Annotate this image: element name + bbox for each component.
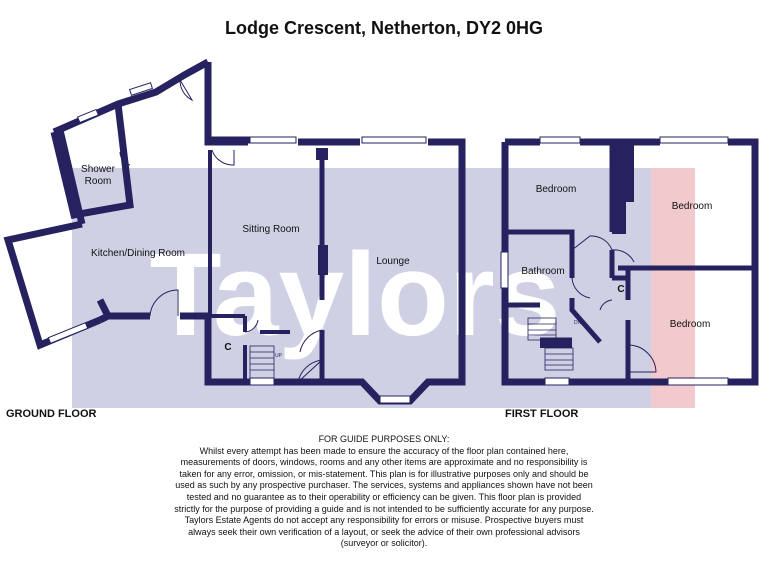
disclaimer-line: used as such by any prospective purchase… <box>175 480 593 491</box>
disclaimer-line: always seek their own verification of a … <box>188 526 580 537</box>
watermark-text: Taylors <box>150 229 561 361</box>
ground-stairs <box>249 345 275 379</box>
disclaimer-line: Taylors Estate Agents do not accept any … <box>184 515 584 526</box>
bedroom-top-right-label: Bedroom <box>672 201 713 212</box>
ground-floor-label: GROUND FLOOR <box>6 408 97 420</box>
structural-block <box>540 340 572 348</box>
disclaimer-line: strictly for the purpose of providing a … <box>174 503 594 514</box>
window <box>361 136 427 144</box>
disclaimer-line: (surveyor or solicitor). <box>340 538 428 549</box>
first-windows <box>500 136 729 386</box>
ground-cupboard-label: C <box>224 342 231 353</box>
window <box>667 377 729 386</box>
disclaimer-line: measurements of doors, windows, rooms an… <box>180 457 588 468</box>
window <box>659 136 729 144</box>
stairs-down-label: DN <box>574 320 582 326</box>
stair-tread <box>527 317 557 341</box>
stair-tread <box>249 345 275 379</box>
disclaimer: FOR GUIDE PURPOSES ONLY: Whilst every at… <box>114 434 654 550</box>
watermark-band <box>72 168 652 408</box>
stairs-up-label: UP <box>275 353 283 359</box>
internal-cupboard <box>210 314 290 382</box>
window <box>47 322 89 344</box>
first-doors <box>571 235 657 373</box>
door-arc <box>611 249 635 263</box>
bathroom-label: Bathroom <box>521 266 564 277</box>
door-arc <box>571 277 591 299</box>
window <box>249 136 297 144</box>
window <box>76 108 100 124</box>
highlight-strip <box>651 168 695 408</box>
door-arc <box>627 344 657 373</box>
disclaimer-heading: FOR GUIDE PURPOSES ONLY: <box>318 434 450 444</box>
disclaimer-line: tested and no guarantee as to their oper… <box>186 491 582 502</box>
ground-doors <box>99 79 324 383</box>
window <box>249 377 275 386</box>
door-arc <box>99 299 109 317</box>
door-arc <box>211 149 235 166</box>
door-arc <box>119 151 131 166</box>
chimney-breast <box>318 245 328 275</box>
bedroom-bottom-right-label: Bedroom <box>670 319 711 330</box>
structural-block <box>626 142 634 202</box>
window <box>128 82 154 96</box>
first-floor-label: FIRST FLOOR <box>505 408 579 420</box>
door-arc <box>297 359 324 383</box>
first-stairs <box>527 317 574 371</box>
chimney-stack <box>316 148 328 160</box>
stair-tread <box>544 347 574 371</box>
structural-block <box>612 142 626 234</box>
first-cupboard-label: C <box>617 284 624 295</box>
lounge-label: Lounge <box>376 256 410 267</box>
shower-room-label-line2: Room <box>85 176 112 187</box>
door-arc <box>179 79 194 102</box>
door-arc <box>149 289 179 317</box>
kitchen-dining-room-label: Kitchen/Dining Room <box>91 248 185 259</box>
disclaimer-line: Whilst every attempt has been made to en… <box>199 445 569 456</box>
door-arc <box>571 235 613 251</box>
door-arc <box>299 329 323 353</box>
plan-title: Lodge Crescent, Netherton, DY2 0HG <box>224 18 544 38</box>
door-arc <box>599 299 613 311</box>
ground-windows <box>47 82 427 404</box>
sitting-room-label: Sitting Room <box>242 224 299 235</box>
door-arc <box>244 319 259 333</box>
window <box>500 251 509 289</box>
window <box>544 377 570 386</box>
disclaimer-line: taken for any error, omission, or mis-st… <box>179 468 589 479</box>
window <box>539 136 581 144</box>
window <box>379 395 411 404</box>
bedroom-left-label: Bedroom <box>536 184 577 195</box>
shower-room-label-line1: Shower <box>81 164 116 175</box>
